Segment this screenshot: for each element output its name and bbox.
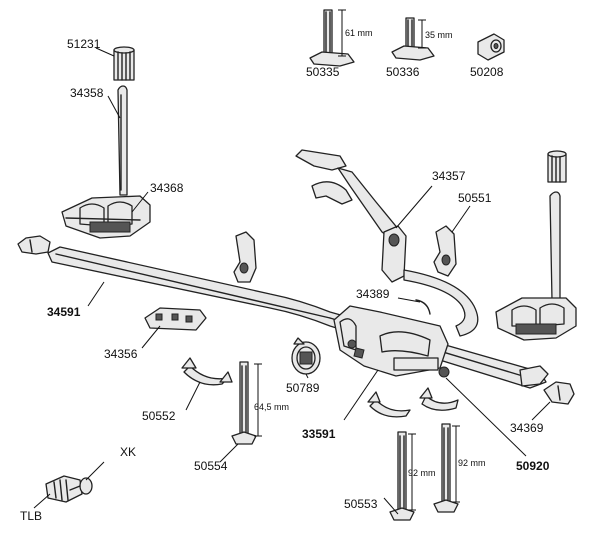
part-50789-knob — [291, 337, 321, 375]
label-tlb: TLB — [20, 509, 42, 523]
part-50920-nut — [438, 366, 450, 378]
leader-34591 — [87, 281, 105, 307]
label-50789: 50789 — [286, 381, 320, 395]
leader-tlb — [33, 493, 51, 509]
part-34389-curved-arm — [403, 269, 479, 337]
part-right-frame-holder — [495, 297, 577, 341]
label-50920: 50920 — [516, 459, 550, 473]
label-34369: 34369 — [510, 421, 544, 435]
part-34369-end-cap — [543, 381, 575, 405]
leader-50551 — [451, 205, 471, 233]
part-50208-sleeve — [477, 33, 505, 61]
part-33591-central-mount — [333, 305, 449, 377]
dimension-92mm-b: 92 mm — [458, 458, 486, 468]
part-strap-center-b — [419, 387, 459, 411]
part-end-cap-left — [17, 235, 51, 255]
leader-33591 — [343, 369, 379, 421]
dimension-61mm: 61 mm — [345, 28, 373, 38]
part-34357-wheel-arm — [295, 149, 407, 283]
label-50552: 50552 — [142, 409, 176, 423]
label-50551: 50551 — [458, 191, 492, 205]
part-34356-plate — [144, 307, 207, 331]
part-51231-cap — [113, 46, 135, 81]
part-34368-frame-holder — [61, 195, 151, 239]
part-right-cap-rod — [547, 150, 567, 301]
part-50551-bracket — [433, 225, 457, 277]
label-34356: 34356 — [104, 347, 138, 361]
part-50552-strap — [181, 357, 233, 386]
leader-34356 — [141, 325, 161, 349]
label-50554: 50554 — [194, 459, 228, 473]
part-50554-bolt — [231, 361, 262, 445]
dimension-35mm: 35 mm — [425, 30, 453, 40]
leader-xk — [85, 461, 105, 481]
leader-34357 — [395, 185, 433, 229]
label-34357: 34357 — [432, 169, 466, 183]
part-key — [69, 477, 93, 495]
part-bracket-mid — [233, 231, 257, 283]
leader-34369 — [531, 401, 551, 421]
label-50553: 50553 — [344, 497, 378, 511]
dimension-92mm-a: 92 mm — [408, 468, 436, 478]
part-34358-rod — [117, 85, 128, 196]
part-strap-center-a — [367, 391, 411, 418]
part-lock-cylinder — [45, 475, 83, 503]
label-34389: 34389 — [356, 287, 390, 301]
leader-34358 — [107, 95, 121, 119]
leader-34389 — [397, 297, 421, 303]
label-33591: 33591 — [302, 427, 336, 441]
dimension-64-5mm: 64,5 mm — [254, 402, 289, 412]
label-34368: 34368 — [150, 181, 184, 195]
leader-50920 — [445, 377, 527, 457]
leader-50553 — [383, 497, 399, 515]
part-50335-tbolt — [309, 9, 355, 67]
leader-51231 — [95, 47, 115, 57]
leader-34368 — [131, 191, 149, 213]
label-50335: 50335 — [306, 65, 340, 79]
label-50208: 50208 — [470, 65, 504, 79]
label-xk: XK — [120, 445, 136, 459]
leader-50552 — [185, 381, 201, 411]
label-50336: 50336 — [386, 65, 420, 79]
leader-50789 — [305, 373, 309, 379]
part-50336-tbolt — [391, 17, 435, 61]
leader-50554 — [219, 443, 239, 463]
part-50553-bolt-b — [433, 423, 460, 513]
label-51231: 51231 — [67, 37, 101, 51]
label-34591: 34591 — [47, 305, 81, 319]
label-34358: 34358 — [70, 86, 104, 100]
